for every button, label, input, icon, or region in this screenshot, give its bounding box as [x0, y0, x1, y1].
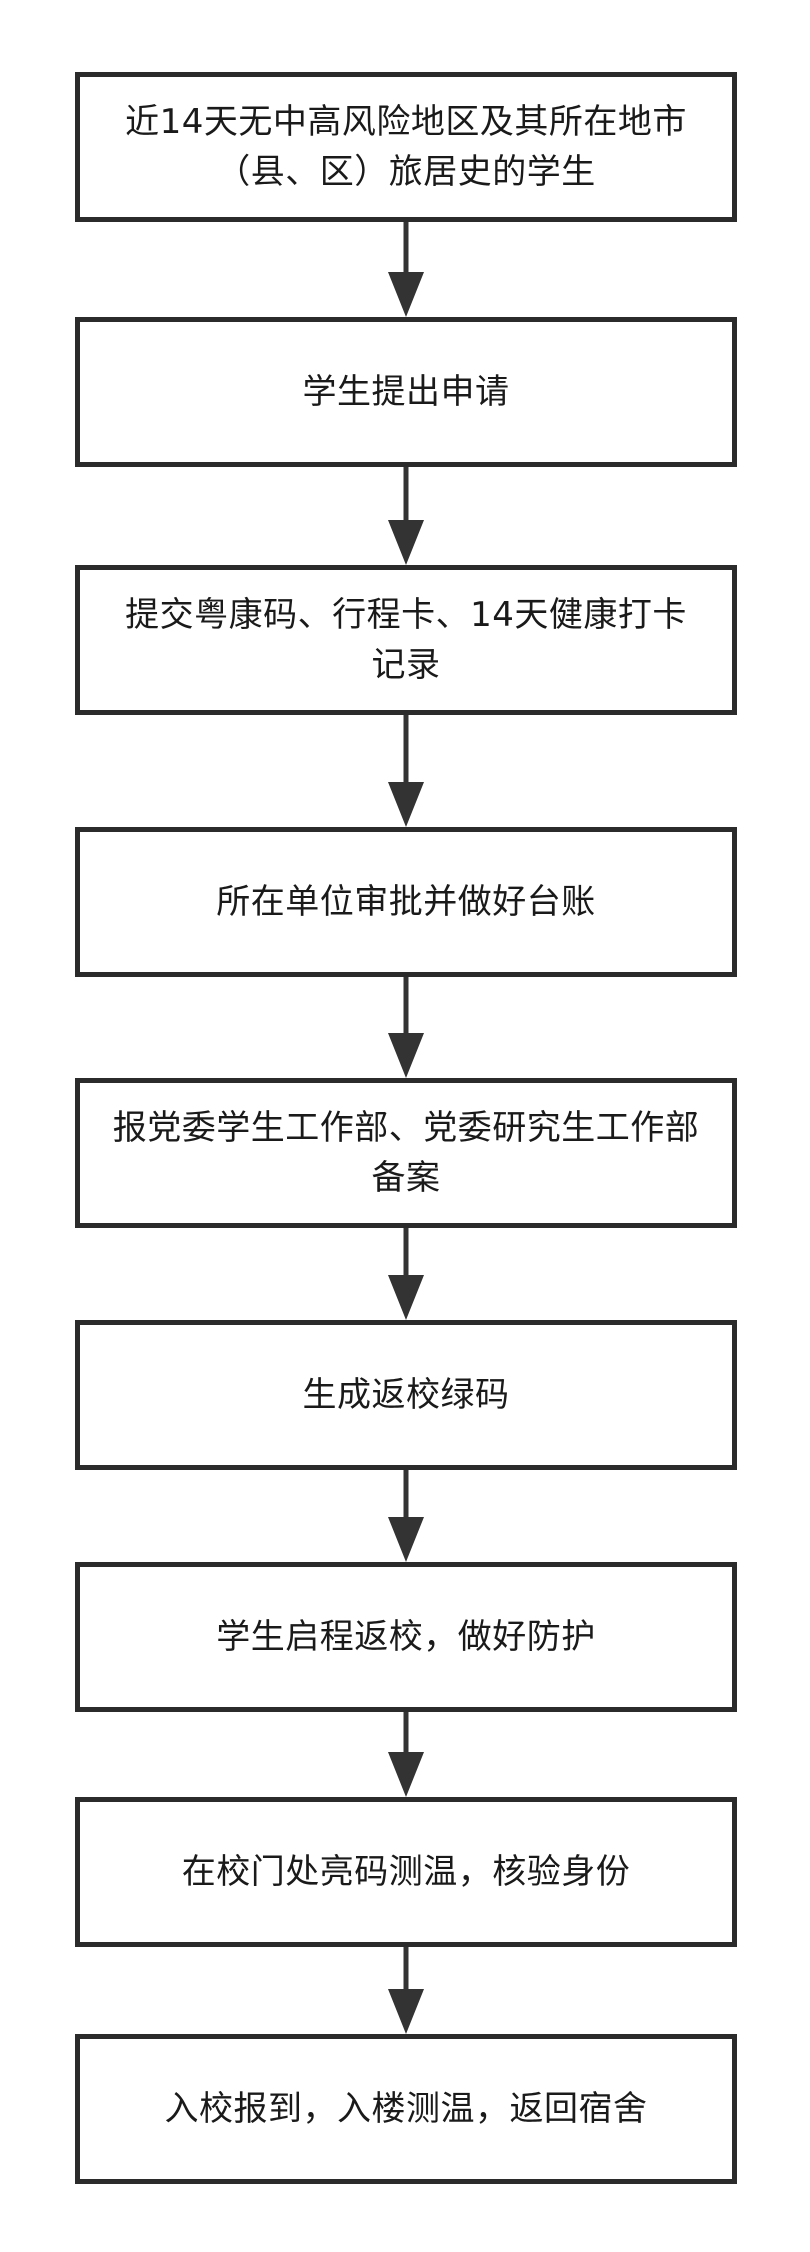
step-box-1: 近14天无中高风险地区及其所在地市（县、区）旅居史的学生 — [75, 72, 737, 222]
arrow-down-6 — [388, 1470, 424, 1562]
step-box-2: 学生提出申请 — [75, 317, 737, 467]
arrow-down-3 — [388, 715, 424, 827]
arrow-down-5 — [388, 1228, 424, 1320]
arrow-down-7 — [388, 1712, 424, 1797]
step-text-7: 学生启程返校，做好防护 — [216, 1617, 596, 1657]
step-text-6: 生成返校绿码 — [302, 1375, 510, 1415]
step-box-7: 学生启程返校，做好防护 — [75, 1562, 737, 1712]
step-box-9: 入校报到，入楼测温，返回宿舍 — [75, 2034, 737, 2184]
arrow-down-4 — [388, 977, 424, 1078]
step-box-8: 在校门处亮码测温，核验身份 — [75, 1797, 737, 1947]
step-text-1: 近14天无中高风险地区及其所在地市（县、区）旅居史的学生 — [125, 102, 687, 192]
step-text-8: 在校门处亮码测温，核验身份 — [181, 1852, 631, 1892]
arrow-down-1 — [388, 222, 424, 317]
step-text-4: 所在单位审批并做好台账 — [216, 882, 596, 922]
step-text-5: 报党委学生工作部、党委研究生工作部备案 — [112, 1108, 700, 1198]
arrow-down-2 — [388, 467, 424, 565]
step-text-3: 提交粤康码、行程卡、14天健康打卡记录 — [125, 595, 687, 685]
step-box-6: 生成返校绿码 — [75, 1320, 737, 1470]
step-box-5: 报党委学生工作部、党委研究生工作部备案 — [75, 1078, 737, 1228]
step-box-3: 提交粤康码、行程卡、14天健康打卡记录 — [75, 565, 737, 715]
step-box-4: 所在单位审批并做好台账 — [75, 827, 737, 977]
step-text-2: 学生提出申请 — [302, 372, 510, 412]
step-text-9: 入校报到，入楼测温，返回宿舍 — [164, 2089, 648, 2129]
arrow-down-8 — [388, 1947, 424, 2034]
